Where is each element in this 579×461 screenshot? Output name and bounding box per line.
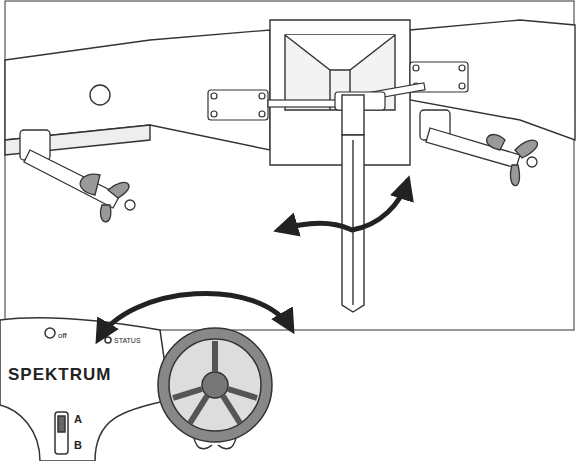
rudder [342,95,364,312]
switch-position: B [74,440,82,451]
brand-logo: SPEKTRUM [8,366,111,383]
power-label: off [58,332,67,340]
panel-frame [5,1,574,330]
switch-position: A [74,414,82,425]
propeller-right [420,110,537,186]
rotation-arrow [278,180,408,230]
steering-arrow [98,293,292,340]
status-label: STATUS [114,337,141,344]
transmitter [0,318,272,461]
boat-hull [5,20,575,165]
propeller-left [20,130,135,222]
